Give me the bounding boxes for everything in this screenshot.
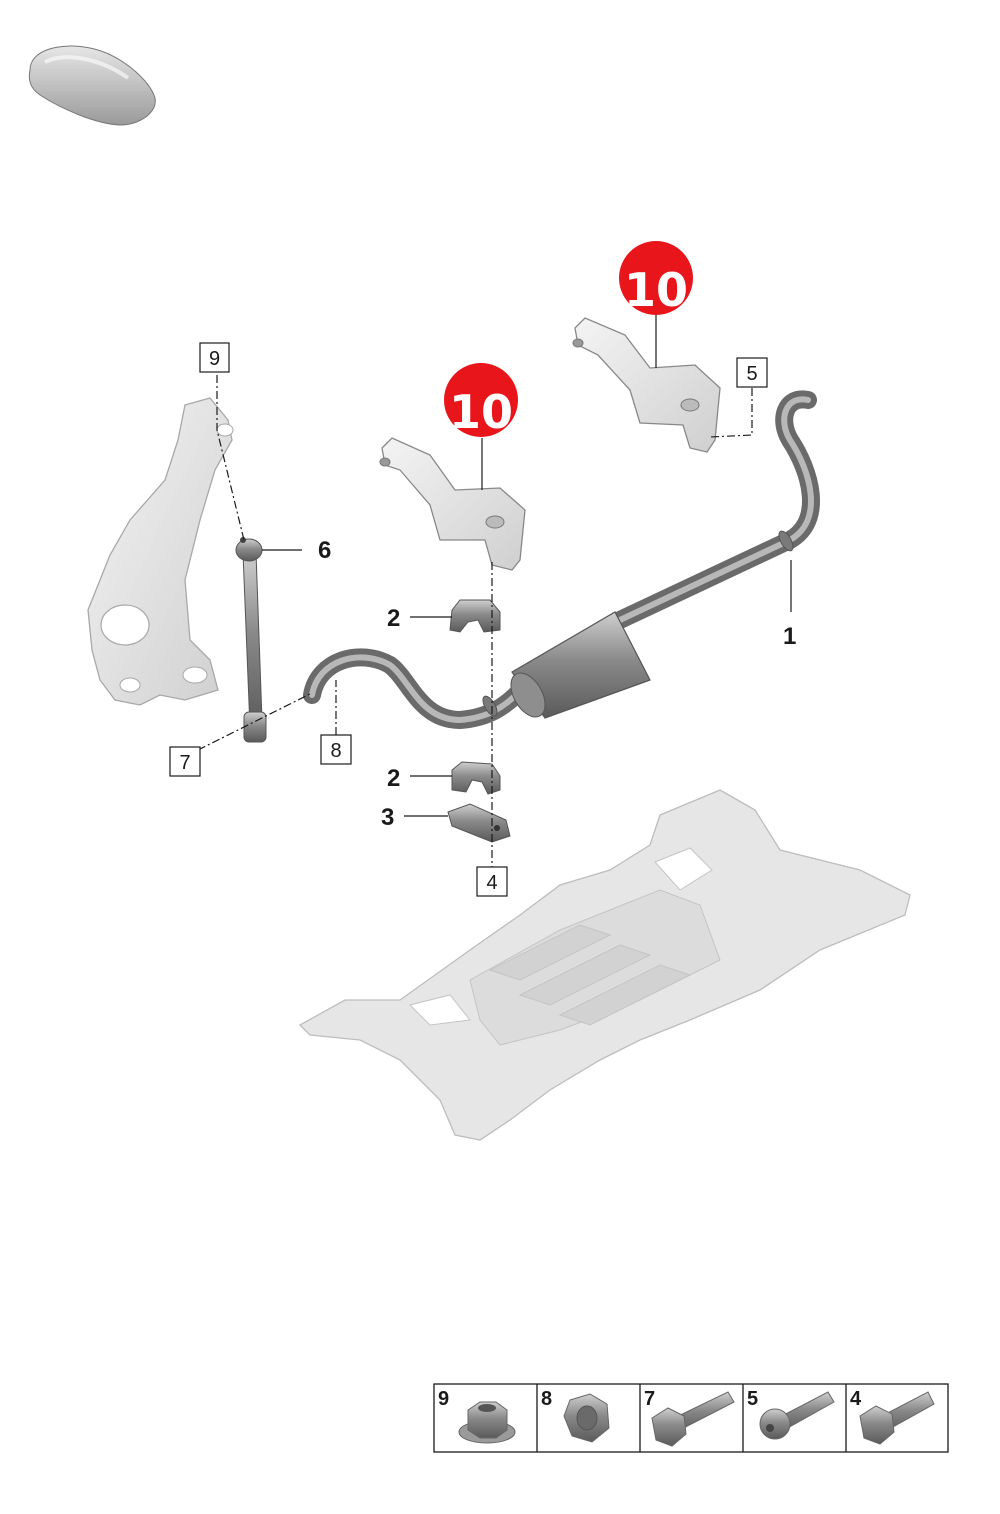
callout-box-8[interactable]: 8 [320,734,352,765]
bracket-right [572,317,721,453]
coupling-rod [235,537,267,743]
callout-6[interactable]: 6 [318,537,331,564]
torx-bolt-icon [759,1391,835,1440]
fastener-legend: 9 8 7 5 4 [433,1383,949,1453]
bushing-lower [451,761,501,795]
svg-text:8: 8 [330,740,341,762]
callout-2-lower[interactable]: 2 [387,765,400,792]
legend-number-8: 8 [541,1388,552,1410]
callout-box-7[interactable]: 7 [169,746,201,777]
bracket-left [379,437,526,571]
stabilizer-bar [303,390,820,729]
legend-number-5: 5 [747,1388,758,1410]
legend-number-9: 9 [438,1388,449,1410]
callout-box-4[interactable]: 4 [476,866,508,897]
legend-number-7: 7 [644,1388,655,1410]
callout-3[interactable]: 3 [381,804,394,831]
svg-text:5: 5 [746,363,757,385]
highlight-badge-right[interactable]: 10 [619,241,693,317]
hex-bolt-icon [859,1391,935,1445]
leader-lines [262,312,792,817]
flange-nut-icon [458,1401,516,1444]
underbody-panel [298,789,911,1141]
svg-text:4: 4 [486,872,497,894]
vehicle-thumbnail-icon [28,45,156,126]
svg-text:9: 9 [209,348,220,370]
callout-box-5[interactable]: 5 [736,357,768,388]
steering-knuckle [87,397,234,706]
callout-2-upper[interactable]: 2 [387,605,400,632]
highlight-badge-left[interactable]: 10 [444,363,518,439]
callout-1[interactable]: 1 [783,623,796,650]
svg-text:7: 7 [179,752,190,774]
clamp-plate [447,803,511,843]
bushing-upper [449,599,501,633]
assembly-lines [197,375,753,868]
svg-text:10: 10 [624,263,688,317]
svg-text:10: 10 [449,385,513,439]
legend-number-4: 4 [850,1388,862,1410]
callout-box-9[interactable]: 9 [199,342,230,373]
hex-bolt-icon [651,1391,735,1447]
hex-nut-icon [563,1393,610,1443]
